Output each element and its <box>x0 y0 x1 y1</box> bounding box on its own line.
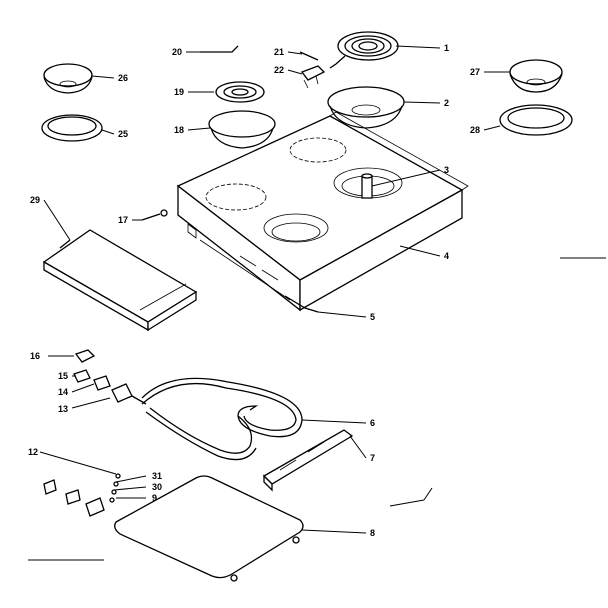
leader-lines <box>39 45 510 534</box>
label-13: 13 <box>58 404 68 414</box>
label-15: 15 <box>58 371 68 381</box>
label-16: 16 <box>30 351 40 361</box>
bake-element <box>141 377 303 461</box>
panel-tray <box>42 229 198 332</box>
label-20: 20 <box>172 47 182 57</box>
drip-bowl-left <box>43 63 93 94</box>
label-4: 4 <box>444 251 449 261</box>
terminal-block <box>300 65 326 89</box>
broil-panel <box>114 475 304 582</box>
label-21: 21 <box>274 47 284 57</box>
element-bracket <box>262 429 354 492</box>
label-9: 9 <box>152 493 157 503</box>
wire-part <box>200 45 239 53</box>
label-26: 26 <box>118 73 128 83</box>
trim-ring-left <box>41 114 103 142</box>
label-30: 30 <box>152 482 162 492</box>
cooktop-top-panel <box>176 111 469 313</box>
label-14: 14 <box>58 387 68 397</box>
coil-element-small <box>215 81 265 103</box>
stray-marks <box>28 257 606 561</box>
label-1: 1 <box>444 43 449 53</box>
label-19: 19 <box>174 87 184 97</box>
label-17: 17 <box>118 215 128 225</box>
label-12: 12 <box>28 447 38 457</box>
label-22: 22 <box>274 65 284 75</box>
label-8: 8 <box>370 528 375 538</box>
label-27: 27 <box>470 67 480 77</box>
coil-element-large <box>329 31 399 69</box>
small-hardware <box>43 473 121 517</box>
screw-part <box>299 51 319 61</box>
label-6: 6 <box>370 418 375 428</box>
label-5: 5 <box>370 312 375 322</box>
drip-bowl-small <box>208 110 276 149</box>
label-25: 25 <box>118 129 128 139</box>
label-31: 31 <box>152 471 162 481</box>
drip-bowl-right <box>509 59 563 93</box>
label-28: 28 <box>470 125 480 135</box>
label-3: 3 <box>444 165 449 175</box>
part-labels: 1 2 3 4 5 6 7 8 9 30 31 12 13 14 15 16 1… <box>28 43 480 538</box>
screw-17 <box>141 209 168 221</box>
label-2: 2 <box>444 98 449 108</box>
switch-parts <box>73 349 147 405</box>
label-18: 18 <box>174 125 184 135</box>
trim-ring-right <box>499 104 573 136</box>
label-7: 7 <box>370 453 375 463</box>
label-29: 29 <box>30 195 40 205</box>
